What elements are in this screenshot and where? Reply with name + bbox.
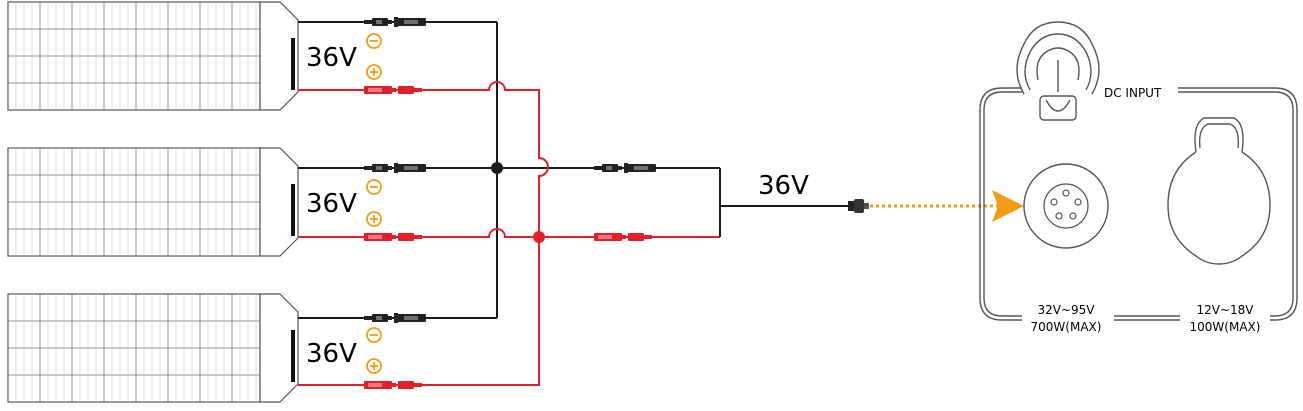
panel-3-voltage: 36V [306,339,357,369]
positive-symbol-icon [366,358,382,374]
panel-1-voltage: 36V [306,43,357,73]
positive-junction-dot [533,231,545,243]
solar-panel-1 [7,1,299,111]
negative-wiring [298,21,721,319]
flow-arrow-icon [992,190,1024,222]
negative-junction-dot [491,162,503,174]
mc4-connector-negative [364,17,426,27]
socket-top-icon [1016,21,1100,121]
mc4-connector-negative [364,313,426,323]
negative-symbol-icon [366,33,382,49]
port-lv-voltage-range: 12V~18V [1196,303,1254,317]
positive-symbol-icon [366,64,382,80]
panel-2-voltage: 36V [306,189,357,219]
mc4-connector-positive [364,86,422,94]
dc-input-port-5pin[interactable] [1023,163,1109,249]
negative-symbol-icon [366,179,382,195]
port-hv-voltage-range: 32V~95V [1037,303,1095,317]
port-hv-power: 700W(MAX) [1031,320,1102,334]
positive-wiring [298,81,720,386]
solar-panel-2 [7,147,299,257]
mc4-connector-positive [364,381,422,389]
polarity-symbols [366,33,382,374]
negative-symbol-icon [366,327,382,343]
dc-input-port-12v-socket[interactable] [1167,117,1271,265]
mc4-branch-connector-negative [594,163,656,173]
mc4-connector-negative [364,163,426,173]
dc-input-label: DC INPUT [1104,86,1162,100]
mc4-connector-positive [364,233,422,241]
dc-plug-icon [848,199,869,213]
power-station-panel [979,87,1298,321]
mc4-branch-connector-positive [594,233,652,241]
positive-symbol-icon [366,211,382,227]
output-voltage-label: 36V [758,171,809,201]
solar-panel-3 [7,293,299,403]
port-lv-power: 100W(MAX) [1190,320,1261,334]
